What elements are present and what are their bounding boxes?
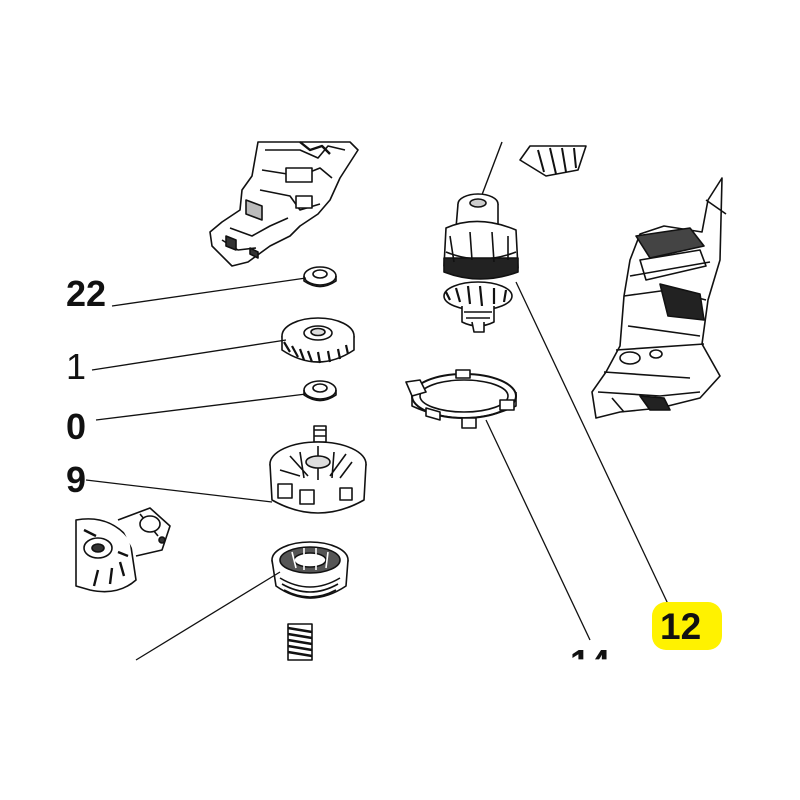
gear-21 [281,317,355,364]
leader-lines [85,277,669,661]
handle-fragment [519,145,587,177]
leader-line-14 [485,419,591,641]
callout-12: 12 [660,606,702,647]
leader-line-spool [135,571,281,661]
leader-line-20 [95,393,307,421]
motor-assembly [443,141,519,333]
retaining-ring-14 [405,369,517,429]
wheel-fragment [75,507,171,593]
spool-housing-19 [269,425,367,514]
callout-14: 14 [570,642,611,683]
spring [287,623,313,661]
washer-20 [303,380,337,402]
spool-bobbin [271,541,349,599]
callout-12-highlight: 12 [652,602,722,650]
housing-fragment [209,141,359,267]
leader-line-22 [111,277,307,307]
leader-line-19 [85,479,273,503]
leader-line-21 [91,339,287,371]
callout-21: 1 [66,346,87,387]
callout-20: 0 [66,406,87,447]
callout-22: 22 [66,273,107,314]
callout-19: 9 [66,459,87,500]
washer-22 [303,266,337,288]
trimmer-head-housing [591,177,727,419]
leader-line-12 [515,281,669,605]
